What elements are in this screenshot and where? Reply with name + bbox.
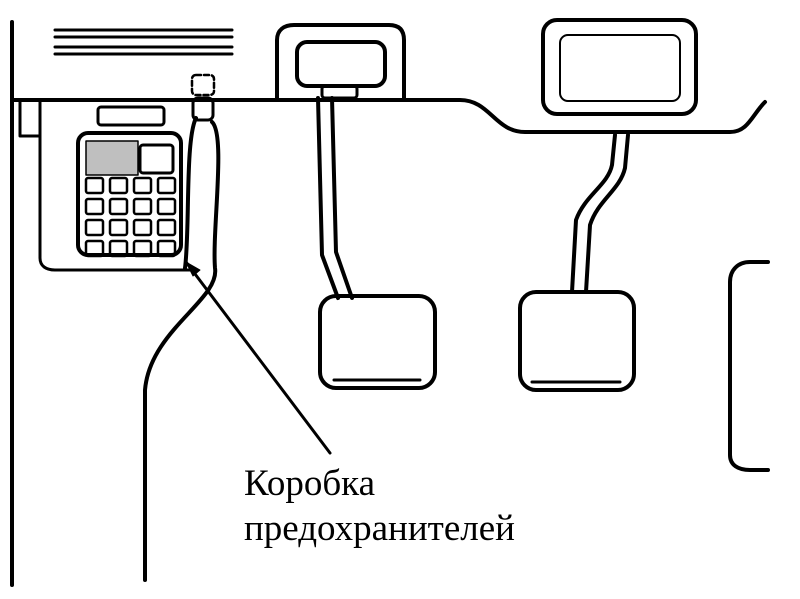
pedal-bracket-outer xyxy=(541,18,698,116)
wire-harness xyxy=(183,116,198,270)
fuse-box-housing xyxy=(38,134,192,272)
fuse-slot xyxy=(84,176,105,195)
fuse-slot xyxy=(156,218,177,237)
fuse-slot xyxy=(108,197,129,216)
pedal-pivot xyxy=(320,84,359,100)
second-pedal-arm-inner xyxy=(584,133,630,294)
vent-slats xyxy=(53,28,234,56)
fuse-slot xyxy=(108,239,129,258)
right-side-panel xyxy=(728,260,770,472)
fuse-slot xyxy=(84,197,105,216)
pedal-bracket-inner xyxy=(559,34,681,102)
pedal-mount-frame xyxy=(275,23,406,102)
fuse-box-relay-area xyxy=(85,140,139,176)
second-pedal-arm xyxy=(570,133,617,294)
fuse-slot xyxy=(156,197,177,216)
fuse-slot xyxy=(108,176,129,195)
callout-leader xyxy=(184,260,332,455)
fuse-grid xyxy=(84,176,177,258)
fuse-slot xyxy=(156,176,177,195)
fuse-slot xyxy=(84,218,105,237)
fuse-slot xyxy=(84,239,105,258)
callout-arrowhead xyxy=(185,261,201,277)
dash-ledge xyxy=(18,100,42,138)
dashboard-edge xyxy=(12,98,767,134)
pedal-mount-block xyxy=(295,40,387,88)
brake-pedal-pad xyxy=(318,294,437,390)
fuse-slot xyxy=(156,239,177,258)
wire-harness-outer xyxy=(143,120,221,582)
fuse-slot xyxy=(132,218,153,237)
fuse-box-tab xyxy=(96,105,166,127)
brake-pedal-arm xyxy=(316,96,340,300)
fuse-box-label-line-1: Коробка xyxy=(244,463,375,504)
connector-clip xyxy=(191,96,215,122)
second-pedal-pad xyxy=(518,290,636,392)
fuse-slot xyxy=(132,197,153,216)
fuse-slot xyxy=(108,218,129,237)
fuse-slot xyxy=(132,176,153,195)
fuse-box xyxy=(76,131,183,257)
fuse-box-relay xyxy=(138,143,175,175)
brake-pedal-arm-inner xyxy=(330,96,354,300)
connector-dashed xyxy=(190,73,216,97)
fuse-slot xyxy=(132,239,153,258)
fuse-box-label-line-2: предохранителей xyxy=(244,508,515,549)
